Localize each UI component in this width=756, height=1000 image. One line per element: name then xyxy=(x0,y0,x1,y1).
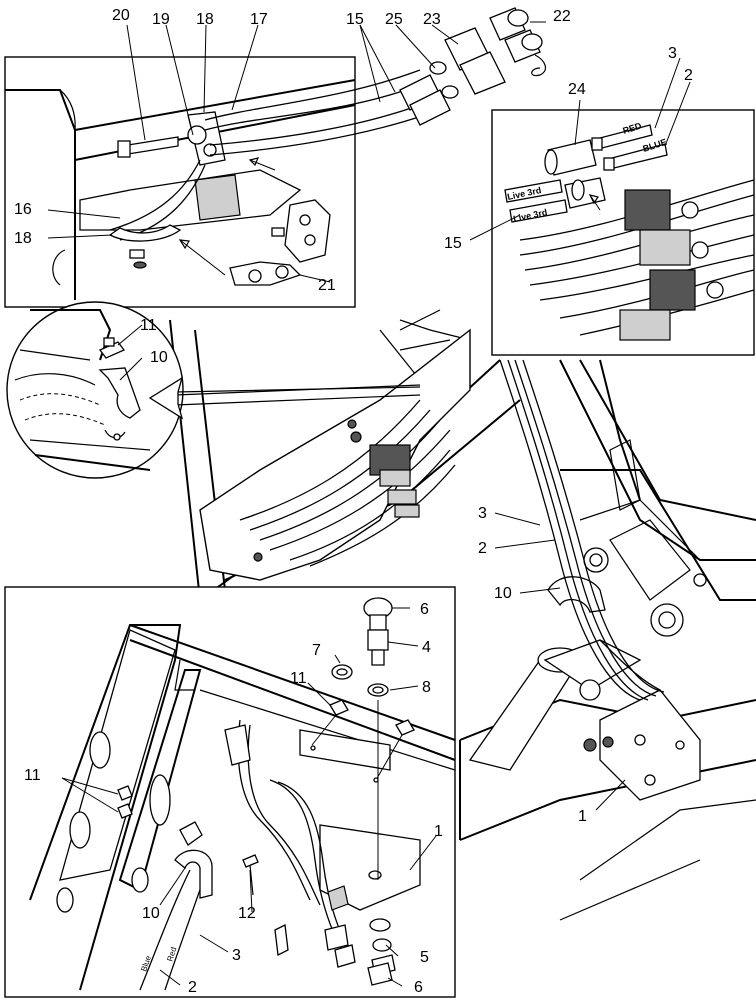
callout-18: 18 xyxy=(196,11,214,28)
callout-4: 4 xyxy=(422,639,431,656)
callout-2: 2 xyxy=(188,979,197,996)
callout-10: 10 xyxy=(150,349,168,366)
callout-3: 3 xyxy=(232,947,241,964)
callout-6: 6 xyxy=(420,601,429,618)
callout-18: 18 xyxy=(14,230,32,247)
loader-frame-background xyxy=(169,319,756,921)
callout-labels: 20 19 18 17 15 25 23 22 3 24 2 16 18 15 … xyxy=(14,7,693,996)
callout-20: 20 xyxy=(112,7,130,24)
callout-11: 11 xyxy=(140,317,157,334)
callout-5: 5 xyxy=(420,949,429,966)
callout-10: 10 xyxy=(494,585,512,602)
callout-16: 16 xyxy=(14,201,32,218)
hoses-right-arm xyxy=(499,359,665,701)
inset-top-right xyxy=(491,109,755,356)
circular-detail-clamp xyxy=(6,301,421,479)
hose-tag-red-small: Red xyxy=(165,946,178,963)
inset-top-left xyxy=(4,56,426,308)
callout-10: 10 xyxy=(142,905,160,922)
callout-19: 19 xyxy=(152,11,170,28)
callout-3: 3 xyxy=(668,45,677,62)
callout-22: 22 xyxy=(553,8,571,25)
callout-23: 23 xyxy=(423,11,441,28)
inset-bottom-left xyxy=(4,586,456,998)
callout-12: 12 xyxy=(238,905,256,922)
callout-11: 11 xyxy=(24,767,41,784)
callout-3: 3 xyxy=(478,505,487,522)
callout-21: 21 xyxy=(318,277,336,294)
callout-24: 24 xyxy=(568,81,586,98)
callout-1: 1 xyxy=(578,808,587,825)
callout-2: 2 xyxy=(478,540,487,557)
callout-1: 1 xyxy=(434,823,443,840)
callout-17: 17 xyxy=(250,11,268,28)
quick-couplers xyxy=(399,7,547,126)
callout-8: 8 xyxy=(422,679,431,696)
leader-lines xyxy=(47,21,691,987)
callout-11: 11 xyxy=(290,670,307,687)
callout-2: 2 xyxy=(684,67,693,84)
callout-15: 15 xyxy=(444,235,462,252)
callout-25: 25 xyxy=(385,11,403,28)
center-hose-bundle xyxy=(199,309,471,581)
callout-15: 15 xyxy=(346,11,364,28)
callout-7: 7 xyxy=(312,642,321,659)
callout-6: 6 xyxy=(414,979,423,996)
